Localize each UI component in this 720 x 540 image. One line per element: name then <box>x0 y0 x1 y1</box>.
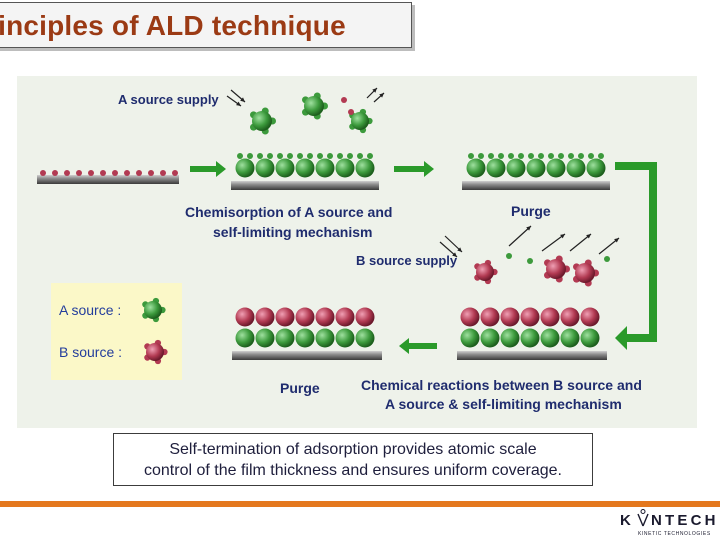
legend: A source : B source : <box>51 283 182 380</box>
label-purge-bottom: Purge <box>280 380 320 396</box>
a-layer-molecule <box>560 328 580 348</box>
legend-a-molecule <box>142 297 166 323</box>
title-box: rinciples of ALD technique <box>0 2 412 48</box>
arrow-step3-to-4 <box>615 162 657 350</box>
legend-a-source: A source : <box>59 302 122 318</box>
substrate-step2 <box>231 181 379 190</box>
a-layer-molecule <box>315 158 335 178</box>
kintech-logo: K NTECH KINETIC TECHNOLOGIES <box>620 509 718 537</box>
a-layer-molecule <box>295 328 315 348</box>
svg-text:KINETIC TECHNOLOGIES: KINETIC TECHNOLOGIES <box>638 531 711 537</box>
substrates <box>37 175 610 360</box>
ald-diagram-svg <box>37 87 657 360</box>
a-layer-molecule <box>580 328 600 348</box>
a-layer-molecule <box>355 158 375 178</box>
a-layer-molecule <box>275 158 295 178</box>
label-purge-top: Purge <box>511 203 551 219</box>
supply-arrow <box>508 225 532 247</box>
b-source-molecule <box>474 259 498 285</box>
a-layer-molecule <box>275 328 295 348</box>
a-layer-molecule <box>506 158 526 178</box>
a-layer-molecule <box>235 158 255 178</box>
b-layer-molecule <box>315 307 335 327</box>
slide-title: rinciples of ALD technique <box>0 10 346 41</box>
a-layer-molecule <box>235 328 255 348</box>
a-layer-molecule <box>355 328 375 348</box>
supply-pointers <box>226 87 620 258</box>
b-layer-molecule <box>460 307 480 327</box>
a-layer-molecule <box>255 158 275 178</box>
a-layer-molecule <box>335 328 355 348</box>
a-layer-molecule <box>335 158 355 178</box>
substrate-step5 <box>232 351 382 360</box>
a-layer-molecule <box>586 158 606 178</box>
a-source-molecule <box>349 108 373 134</box>
arrow-step2-to-3 <box>394 161 434 177</box>
arrow-step1-to-2 <box>190 161 226 177</box>
label-chemisorption-line1: Chemisorption of A source and <box>185 204 393 220</box>
label-chemisorption-line2: self-limiting mechanism <box>213 224 373 240</box>
b-layer-molecule <box>500 307 520 327</box>
molecule-layers <box>40 153 606 348</box>
b-source-molecule <box>544 255 570 283</box>
arrow-step4-to-5 <box>399 338 437 354</box>
a-layer-molecule <box>466 158 486 178</box>
svg-text:K: K <box>620 512 634 529</box>
a-layer-molecule <box>566 158 586 178</box>
legend-molecules <box>142 297 168 365</box>
a-layer-molecule <box>546 158 566 178</box>
process-arrows <box>190 161 657 354</box>
a-layer-molecule <box>486 158 506 178</box>
a-layer-molecule <box>500 328 520 348</box>
b-layer-molecule <box>255 307 275 327</box>
substrate-initial <box>37 175 179 184</box>
svg-text:NTECH: NTECH <box>651 512 718 529</box>
legend-b-source: B source : <box>59 344 123 360</box>
caption-box: Self-termination of adsorption provides … <box>113 433 593 486</box>
label-b-source-supply: B source supply <box>356 253 458 268</box>
a-layer-molecule <box>520 328 540 348</box>
b-layer-molecule <box>335 307 355 327</box>
label-reaction-line2: A source & self-limiting mechanism <box>385 396 622 412</box>
substrate-step4 <box>457 351 607 360</box>
free-molecules <box>250 92 610 287</box>
a-layer-molecule <box>295 158 315 178</box>
b-layer-molecule <box>580 307 600 327</box>
caption-line-2: control of the film thickness and ensure… <box>144 462 562 479</box>
b-layer-molecule <box>355 307 375 327</box>
legend-b-molecule <box>144 339 168 365</box>
a-layer-molecule <box>315 328 335 348</box>
supply-arrow <box>541 233 566 252</box>
label-reaction-line1: Chemical reactions between B source and <box>361 377 642 393</box>
b-layer-molecule <box>235 307 255 327</box>
supply-arrow <box>569 233 592 252</box>
b-layer-molecule <box>275 307 295 327</box>
a-layer-molecule <box>480 328 500 348</box>
a-source-molecule <box>250 107 276 135</box>
a-layer-molecule <box>255 328 275 348</box>
footer-accent-bar <box>0 501 720 507</box>
a-layer-molecule <box>526 158 546 178</box>
b-layer-molecule <box>295 307 315 327</box>
a-layer-molecule <box>540 328 560 348</box>
caption-line-1: Self-termination of adsorption provides … <box>169 441 537 458</box>
b-layer-molecule <box>480 307 500 327</box>
a-source-molecule <box>302 92 328 120</box>
substrate-step3 <box>462 181 610 190</box>
b-layer-molecule <box>560 307 580 327</box>
a-layer-molecule <box>460 328 480 348</box>
b-source-molecule <box>573 259 599 287</box>
b-layer-molecule <box>540 307 560 327</box>
b-layer-molecule <box>520 307 540 327</box>
label-a-source-supply: A source supply <box>118 92 219 107</box>
